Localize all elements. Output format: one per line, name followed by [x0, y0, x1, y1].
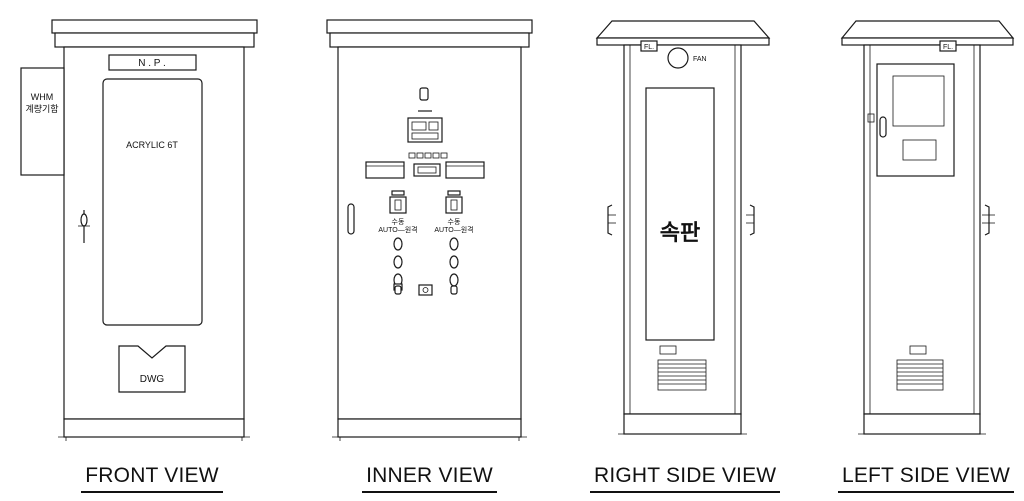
dwg-pocket-label: DWG	[140, 374, 165, 385]
front-view-title: FRONT VIEW	[62, 464, 242, 493]
right-louver-vent	[657, 359, 707, 391]
right-side-handle-icon	[746, 204, 755, 236]
whm-korean-label: 계량기함	[25, 103, 58, 114]
inner-view-title: INNER VIEW	[338, 464, 521, 493]
front-view: WHM 계량기함 N . P . ACRYLIC 6T DWG	[20, 19, 258, 441]
left-roof-edge	[841, 37, 1014, 46]
left-roof	[840, 20, 1015, 39]
left-louver-vent	[896, 359, 944, 391]
meter-right	[445, 161, 485, 179]
door-handle-icon	[78, 210, 90, 243]
switch-auto-label-right: AUTO—원격	[434, 225, 473, 234]
inner-view: 수동 AUTO—원격 수동 AUTO—원격	[326, 19, 533, 441]
right-label-tag	[659, 345, 677, 355]
switch-mode-label-right: 수동	[448, 218, 461, 226]
right-fl-label: FL.	[644, 44, 654, 51]
right-base	[623, 413, 742, 435]
switch-auto-label-left: AUTO—원격	[378, 225, 417, 234]
acrylic-window-label: ACRYLIC 6T	[126, 140, 178, 150]
dwg-pocket	[118, 345, 186, 393]
switch-mode-label-left: 수동	[392, 218, 405, 226]
left-fl-box	[939, 40, 957, 52]
left-side-view: FL.	[840, 20, 1015, 435]
service-socket	[418, 284, 433, 296]
right-roof	[595, 20, 771, 39]
right-roof-edge	[596, 37, 770, 46]
inner-panel	[645, 87, 715, 341]
left-door-handle-icon	[879, 116, 887, 138]
left-fl-label: FL.	[943, 44, 953, 51]
right-fl-box	[640, 40, 658, 52]
switch-column-left: 수동 AUTO—원격	[378, 190, 418, 295]
fan-icon	[667, 47, 689, 69]
front-base	[63, 418, 245, 438]
switch-column-right: 수동 AUTO—원격	[434, 190, 474, 295]
left-base	[863, 413, 981, 435]
inner-roof-band	[329, 32, 530, 48]
acrylic-window	[102, 78, 203, 326]
inner-panel-label: 속판	[660, 220, 700, 245]
front-roof-band	[54, 32, 255, 48]
pilot-lamp	[419, 87, 429, 101]
indicator-row	[408, 152, 448, 159]
right-side-view: FL. FAN 속판	[595, 20, 771, 435]
inner-roof-cap	[326, 19, 533, 34]
whm-meter-box	[20, 67, 65, 176]
front-roof-cap	[51, 19, 258, 34]
right-side-view-title: RIGHT SIDE VIEW	[590, 464, 781, 493]
left-side-handle-icon	[982, 204, 995, 236]
left-access-panel	[876, 63, 955, 177]
nameplate-label: N . P .	[138, 58, 166, 69]
left-label-tag	[909, 345, 927, 355]
inner-cabinet-body	[337, 46, 522, 420]
whm-label: WHM	[31, 92, 54, 102]
nameplate	[108, 54, 197, 71]
fan-label: FAN	[693, 56, 707, 63]
right-side-handle-icon	[607, 204, 616, 236]
meter-left	[365, 161, 405, 179]
inner-base	[337, 418, 522, 438]
inner-door-handle-icon	[347, 203, 355, 235]
left-side-view-title: LEFT SIDE VIEW	[836, 464, 1016, 493]
